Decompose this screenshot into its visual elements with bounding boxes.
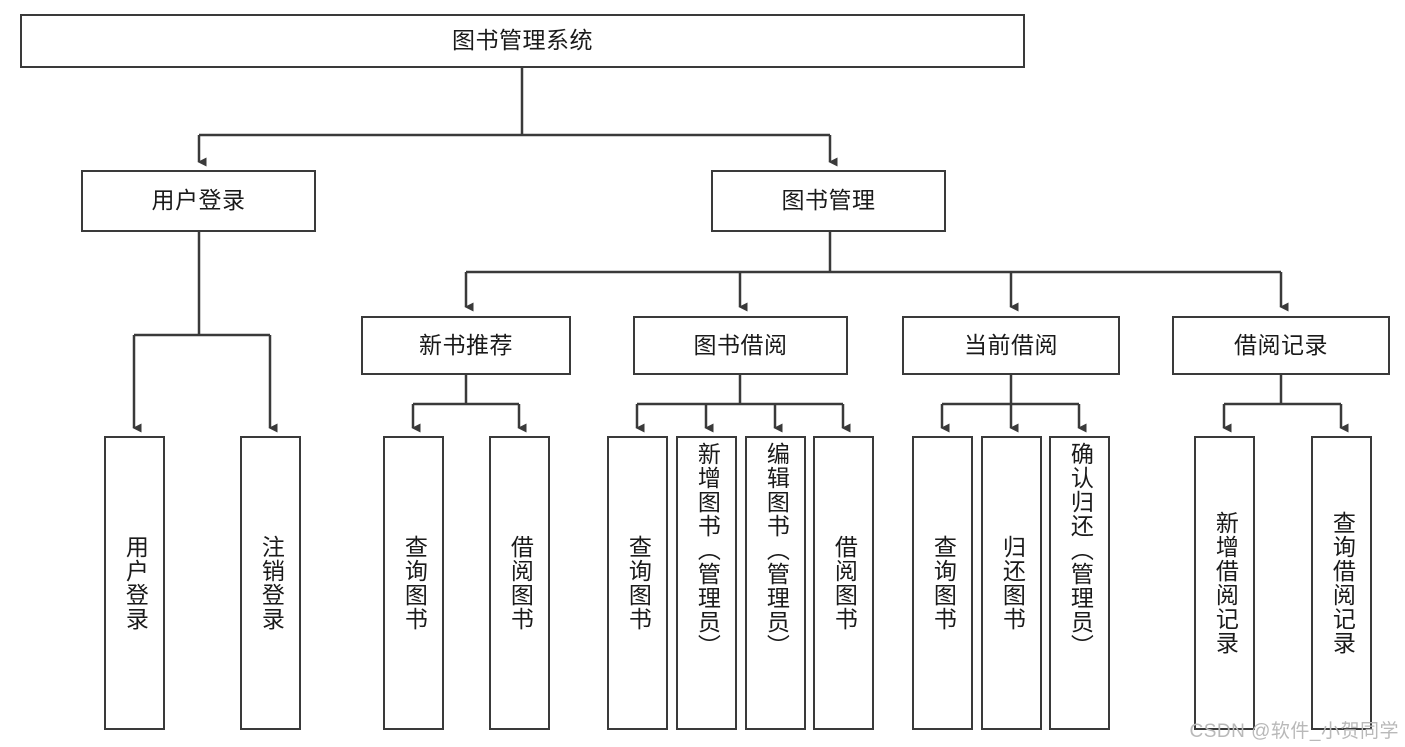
node-leaf-add-record-label: 新增借阅记录 [1212,511,1239,655]
node-book-manage-label: 图书管理 [781,187,876,214]
node-root-label: 图书管理系统 [452,27,593,54]
node-leaf-query-book-2-label: 查询图书 [625,535,652,631]
node-leaf-query-book-2[interactable]: 查询图书 [607,436,668,730]
node-new-book-rec[interactable]: 新书推荐 [361,316,571,375]
node-leaf-confirm-return[interactable]: 确认归还（管理员） [1049,436,1110,730]
node-leaf-return-book-label: 归还图书 [999,535,1026,631]
node-leaf-query-book-1-label: 查询图书 [401,535,428,631]
csdn-watermark: CSDN @软件_小贺同学 [1189,721,1399,742]
node-leaf-query-record-label: 查询借阅记录 [1329,511,1356,655]
node-leaf-edit-book-label: 编辑图书（管理员） [763,442,790,658]
node-leaf-query-book-1[interactable]: 查询图书 [383,436,444,730]
node-leaf-borrow-book-2[interactable]: 借阅图书 [813,436,874,730]
node-leaf-logout[interactable]: 注销登录 [240,436,301,730]
node-user-login[interactable]: 用户登录 [81,170,316,232]
node-leaf-add-book[interactable]: 新增图书（管理员） [676,436,737,730]
node-leaf-edit-book[interactable]: 编辑图书（管理员） [745,436,806,730]
node-borrow-record[interactable]: 借阅记录 [1172,316,1390,375]
node-leaf-add-record[interactable]: 新增借阅记录 [1194,436,1255,730]
node-leaf-user-login-label: 用户登录 [122,535,149,631]
node-borrow-record-label: 借阅记录 [1234,331,1328,358]
node-leaf-user-login[interactable]: 用户登录 [104,436,165,730]
node-root[interactable]: 图书管理系统 [20,14,1025,68]
node-leaf-add-book-label: 新增图书（管理员） [694,442,721,658]
node-leaf-borrow-book-1-label: 借阅图书 [507,535,534,631]
node-current-borrow-label: 当前借阅 [964,331,1058,358]
node-book-borrow-label: 图书借阅 [693,331,788,358]
node-book-borrow[interactable]: 图书借阅 [633,316,848,375]
node-user-login-label: 用户登录 [151,187,246,214]
node-new-book-rec-label: 新书推荐 [419,331,513,358]
node-leaf-query-book-3-label: 查询图书 [930,535,957,631]
node-leaf-confirm-return-label: 确认归还（管理员） [1067,442,1094,658]
node-leaf-return-book[interactable]: 归还图书 [981,436,1042,730]
node-book-manage[interactable]: 图书管理 [711,170,946,232]
node-leaf-borrow-book-2-label: 借阅图书 [831,535,858,631]
node-current-borrow[interactable]: 当前借阅 [902,316,1120,375]
node-leaf-logout-label: 注销登录 [258,535,285,631]
node-leaf-query-record[interactable]: 查询借阅记录 [1311,436,1372,730]
node-leaf-query-book-3[interactable]: 查询图书 [912,436,973,730]
node-leaf-borrow-book-1[interactable]: 借阅图书 [489,436,550,730]
